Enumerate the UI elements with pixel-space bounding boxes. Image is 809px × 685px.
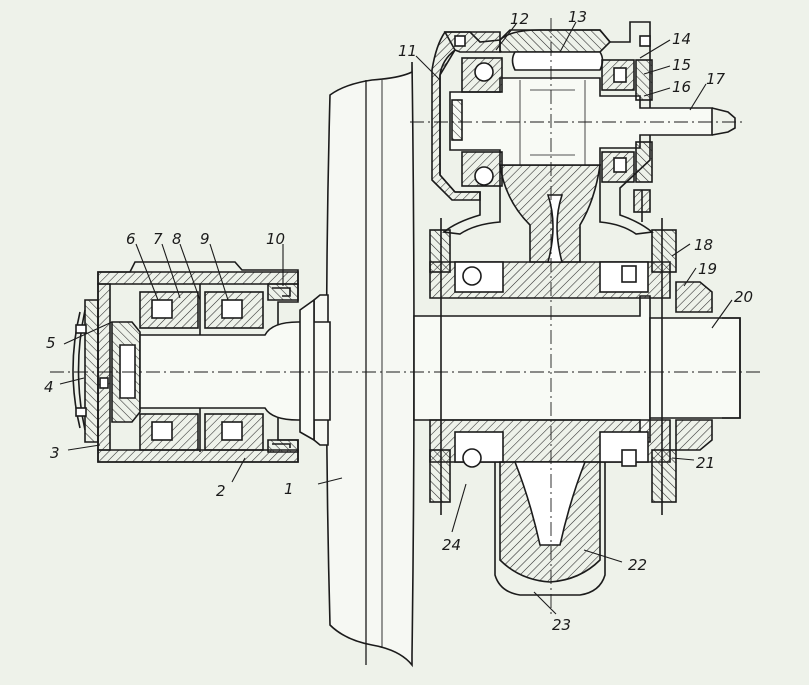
label-1: 1: [284, 480, 294, 498]
axle-shaft: [139, 295, 741, 443]
label-16: 16: [672, 78, 691, 96]
label-6: 6: [126, 230, 136, 248]
label-15: 15: [672, 56, 691, 74]
axle-box-housing: [72, 261, 299, 463]
gearbox-housing: [429, 164, 713, 596]
label-14: 14: [672, 30, 691, 48]
label-12: 12: [510, 10, 529, 28]
label-4: 4: [44, 378, 54, 396]
pinion-housing: [431, 21, 736, 235]
label-9: 9: [200, 230, 210, 248]
center-lines: [50, 18, 760, 615]
label-20: 20: [734, 288, 753, 306]
label-2: 2: [216, 482, 226, 500]
label-8: 8: [172, 230, 182, 248]
label-7: 7: [153, 230, 163, 248]
label-17: 17: [706, 70, 726, 88]
leader-lines: [59, 21, 733, 615]
label-21: 21: [696, 454, 715, 472]
label-19: 19: [698, 260, 717, 278]
label-22: 22: [628, 556, 647, 574]
part-labels: 1 2 3 4 5 6 7 8 9 10 11 12 13 14 15 16 1…: [44, 8, 753, 634]
label-24: 24: [442, 536, 461, 554]
label-5: 5: [46, 334, 56, 352]
label-13: 13: [568, 8, 587, 26]
label-23: 23: [552, 616, 571, 634]
label-10: 10: [266, 230, 285, 248]
label-18: 18: [694, 236, 713, 254]
label-11: 11: [398, 42, 417, 60]
label-3: 3: [50, 444, 60, 462]
